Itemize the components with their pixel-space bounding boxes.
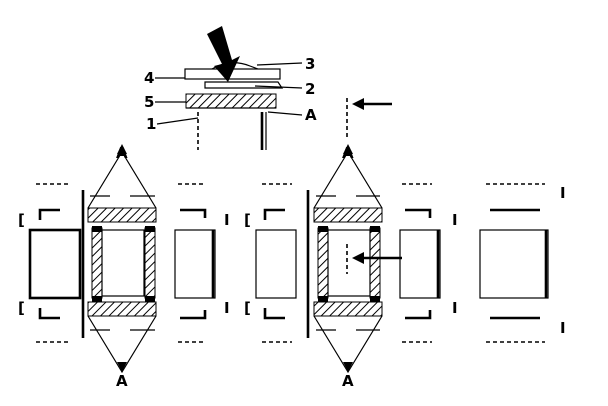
svg-text:[: [ [244, 299, 251, 317]
callout-3: 3 [305, 55, 315, 73]
arrow-left-icon [346, 244, 402, 274]
part-4-plate [184, 68, 281, 80]
svg-text:[: [ [18, 211, 25, 229]
detail-view: 3 4 2 5 1 A [144, 26, 317, 150]
svg-text:I: I [224, 299, 230, 317]
callout-a-bottom-left: A [116, 372, 128, 390]
arrow-down-icon [207, 26, 240, 82]
svg-text:I: I [560, 319, 566, 337]
callout-a-detail: A [305, 106, 317, 124]
svg-text:[: [ [18, 299, 25, 317]
svg-text:I: I [452, 299, 458, 317]
svg-text:I: I [224, 211, 230, 229]
callout-1: 1 [146, 115, 156, 133]
left-right-frame: I I [174, 183, 230, 343]
left-outer-frame: [ [ [18, 183, 82, 343]
part-3-clip [211, 62, 259, 70]
callout-a-top-left: A [116, 144, 128, 162]
right-outer-frame: I I [479, 183, 566, 343]
part-2-layer [204, 81, 284, 89]
svg-text:I: I [452, 211, 458, 229]
mid-center-frame [306, 144, 383, 374]
callout-a-bottom-right: A [342, 372, 354, 390]
arrow-left-icon [346, 98, 392, 140]
svg-text:[: [ [244, 211, 251, 229]
mid-left-frame: [ [ [244, 183, 297, 343]
callout-4: 4 [144, 69, 154, 87]
callout-a-top-right: A [342, 144, 354, 162]
left-center-frame [81, 144, 157, 374]
part-5-hatched-layer [185, 93, 277, 109]
mid-right-frame: I I [399, 183, 458, 343]
callout-5: 5 [144, 93, 154, 111]
svg-text:I: I [560, 184, 566, 202]
callout-2: 2 [305, 80, 315, 98]
